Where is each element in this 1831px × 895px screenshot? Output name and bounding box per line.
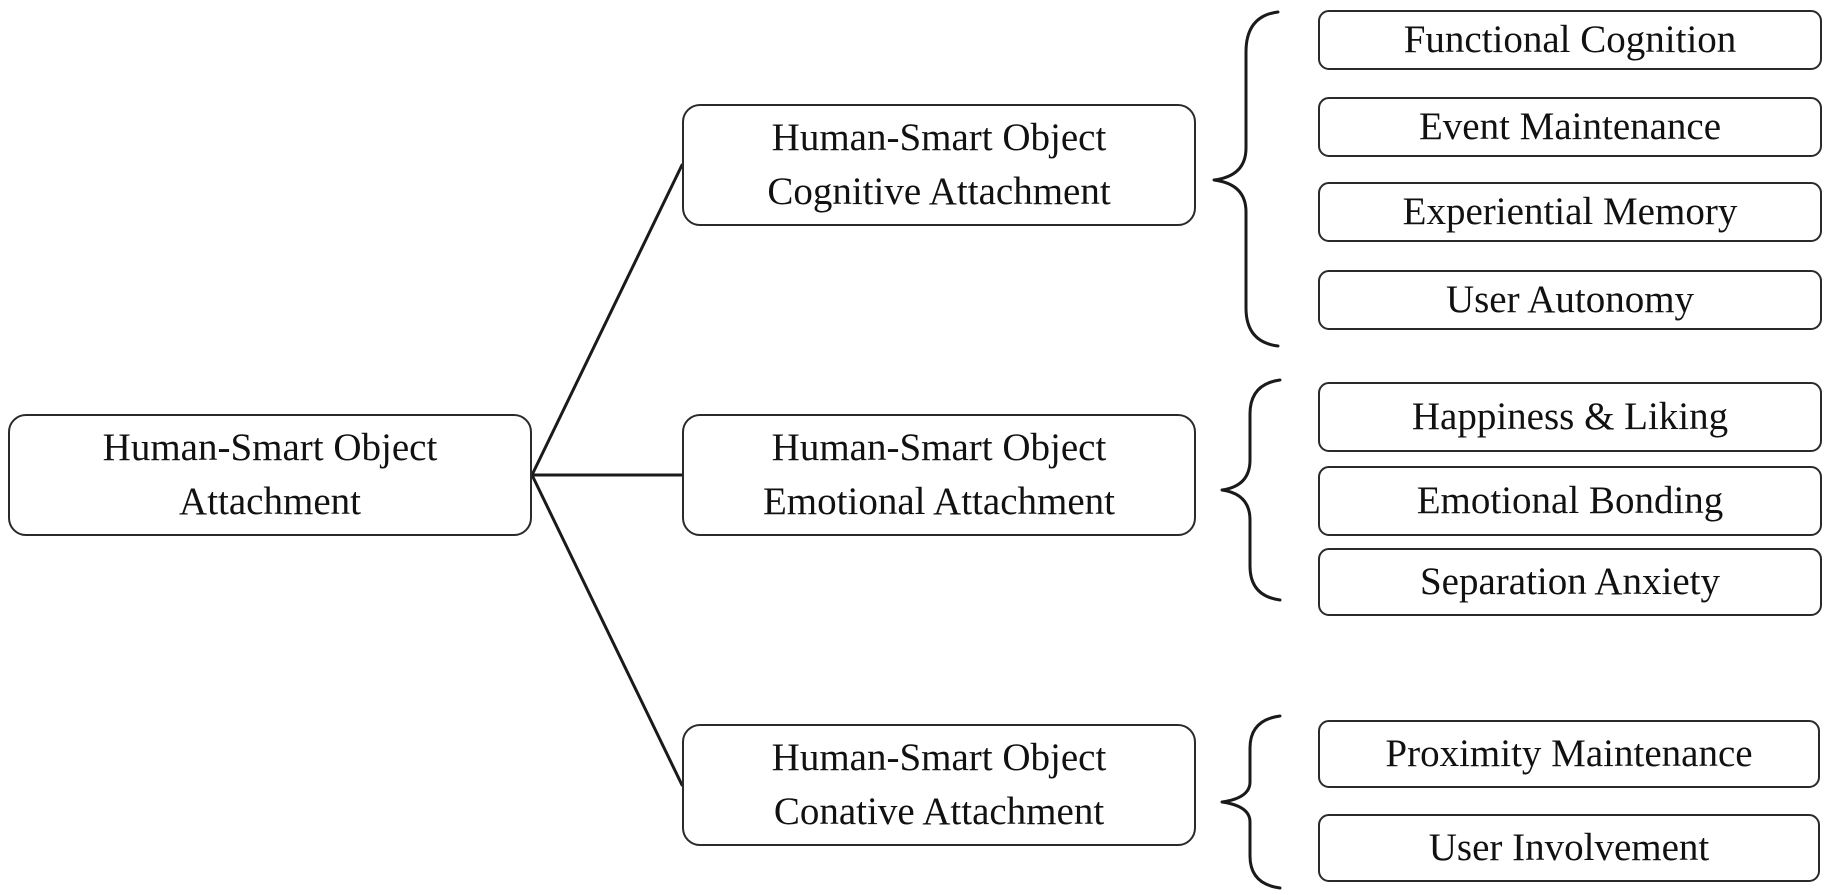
brace-conative bbox=[1220, 714, 1282, 890]
branch-node-conative: Human-Smart Object Conative Attachment bbox=[682, 724, 1196, 846]
root-node-line1: Human-Smart Object bbox=[102, 426, 438, 469]
branch-node-line1: Human-Smart Object bbox=[771, 736, 1107, 779]
branch-node-line2: Cognitive Attachment bbox=[767, 170, 1111, 213]
leaf-user-involvement: User Involvement bbox=[1318, 814, 1820, 882]
branch-node-line1: Human-Smart Object bbox=[771, 426, 1107, 469]
leaf-experiential-memory: Experiential Memory bbox=[1318, 182, 1822, 242]
leaf-event-maintenance: Event Maintenance bbox=[1318, 97, 1822, 157]
branch-node-emotional: Human-Smart Object Emotional Attachment bbox=[682, 414, 1196, 536]
brace-cognitive bbox=[1212, 10, 1280, 348]
branch-node-line2: Conative Attachment bbox=[773, 790, 1105, 833]
branch-node-cognitive: Human-Smart Object Cognitive Attachment bbox=[682, 104, 1196, 226]
root-node-line2: Attachment bbox=[179, 480, 361, 523]
leaf-emotional-bonding: Emotional Bonding bbox=[1318, 466, 1822, 536]
leaf-proximity-maintenance: Proximity Maintenance bbox=[1318, 720, 1820, 788]
leaf-functional-cognition: Functional Cognition bbox=[1318, 10, 1822, 70]
leaf-separation-anxiety: Separation Anxiety bbox=[1318, 548, 1822, 616]
branch-node-line1: Human-Smart Object bbox=[771, 116, 1107, 159]
root-node-attachment: Human-Smart Object Attachment bbox=[8, 414, 532, 536]
leaf-user-autonomy: User Autonomy bbox=[1318, 270, 1822, 330]
connector-root-to-conative bbox=[530, 473, 684, 787]
connector-root-to-cognitive bbox=[530, 163, 684, 477]
branch-node-line2: Emotional Attachment bbox=[762, 480, 1115, 523]
leaf-happiness-liking: Happiness & Liking bbox=[1318, 382, 1822, 452]
brace-emotional bbox=[1220, 378, 1282, 602]
